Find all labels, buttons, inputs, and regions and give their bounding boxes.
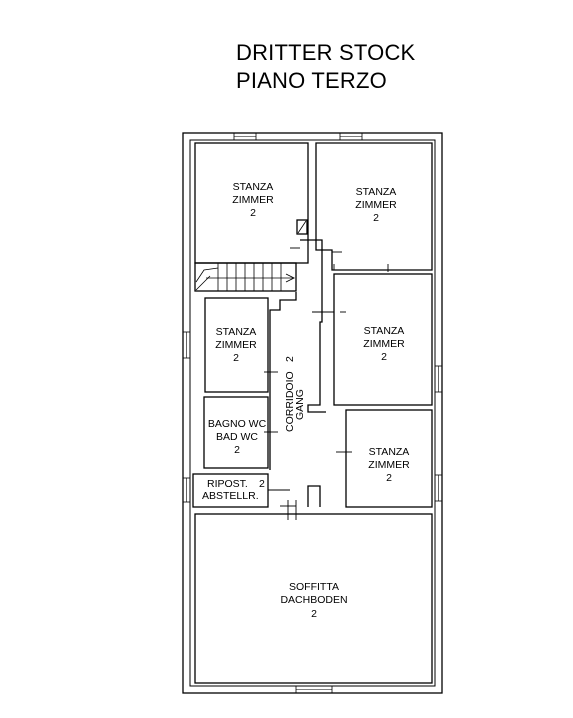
plan-title-german: DRITTER STOCK	[236, 40, 416, 65]
corridor-number: 2	[284, 356, 296, 362]
storage-label-1: RIPOST.	[207, 478, 248, 490]
room-w-number: 2	[233, 352, 239, 364]
room-nw-label-2: ZIMMER	[232, 194, 274, 206]
room-w-walls	[204, 297, 269, 393]
staircase	[194, 262, 297, 292]
window-bottom	[295, 685, 333, 694]
storage-walls	[192, 473, 269, 508]
corridor-label-1: CORRIDOIO	[284, 371, 296, 432]
window-right-upper	[434, 365, 443, 393]
room-e-label-1: STANZA	[364, 325, 405, 337]
door-markers	[264, 247, 389, 520]
room-ne-label-2: ZIMMER	[355, 199, 397, 211]
room-e-number: 2	[381, 351, 387, 363]
room-e-walls	[333, 273, 433, 406]
room-se-label-2: ZIMMER	[368, 459, 410, 471]
bath-walls	[203, 396, 269, 469]
room-se-label-1: STANZA	[369, 446, 410, 458]
room-ne-number: 2	[373, 212, 379, 224]
corridor-niche	[307, 485, 321, 507]
storage-label-2: ABSTELLR.	[202, 490, 259, 502]
window-top-left	[233, 132, 257, 141]
window-left-upper	[182, 331, 191, 359]
attic-label-2: DACHBODEN	[280, 594, 347, 606]
room-e-label-2: ZIMMER	[363, 338, 405, 350]
room-ne-walls	[315, 142, 433, 271]
corridor-wall-east	[300, 239, 326, 413]
chimney	[296, 219, 308, 235]
window-right-lower	[434, 474, 443, 502]
room-w-label-2: ZIMMER	[215, 339, 257, 351]
window-top-right	[339, 132, 363, 141]
corridor-label-2: GANG	[294, 389, 306, 420]
room-nw-number: 2	[250, 207, 256, 219]
corridor-wall-west	[269, 292, 297, 470]
room-ne-label-1: STANZA	[356, 186, 397, 198]
bath-number: 2	[234, 444, 240, 456]
bath-label-1: BAGNO WC	[208, 418, 267, 430]
room-se-walls	[345, 409, 433, 508]
room-w-label-1: STANZA	[216, 326, 257, 338]
window-left-lower	[182, 477, 191, 503]
attic-walls	[194, 513, 433, 684]
attic-number: 2	[311, 608, 317, 620]
room-nw-label-1: STANZA	[233, 181, 274, 193]
bath-label-2: BAD WC	[216, 431, 258, 443]
attic-label-1: SOFFITTA	[289, 581, 339, 593]
storage-number: 2	[259, 478, 265, 490]
plan-title-italian: PIANO TERZO	[236, 68, 387, 93]
room-se-number: 2	[386, 472, 392, 484]
